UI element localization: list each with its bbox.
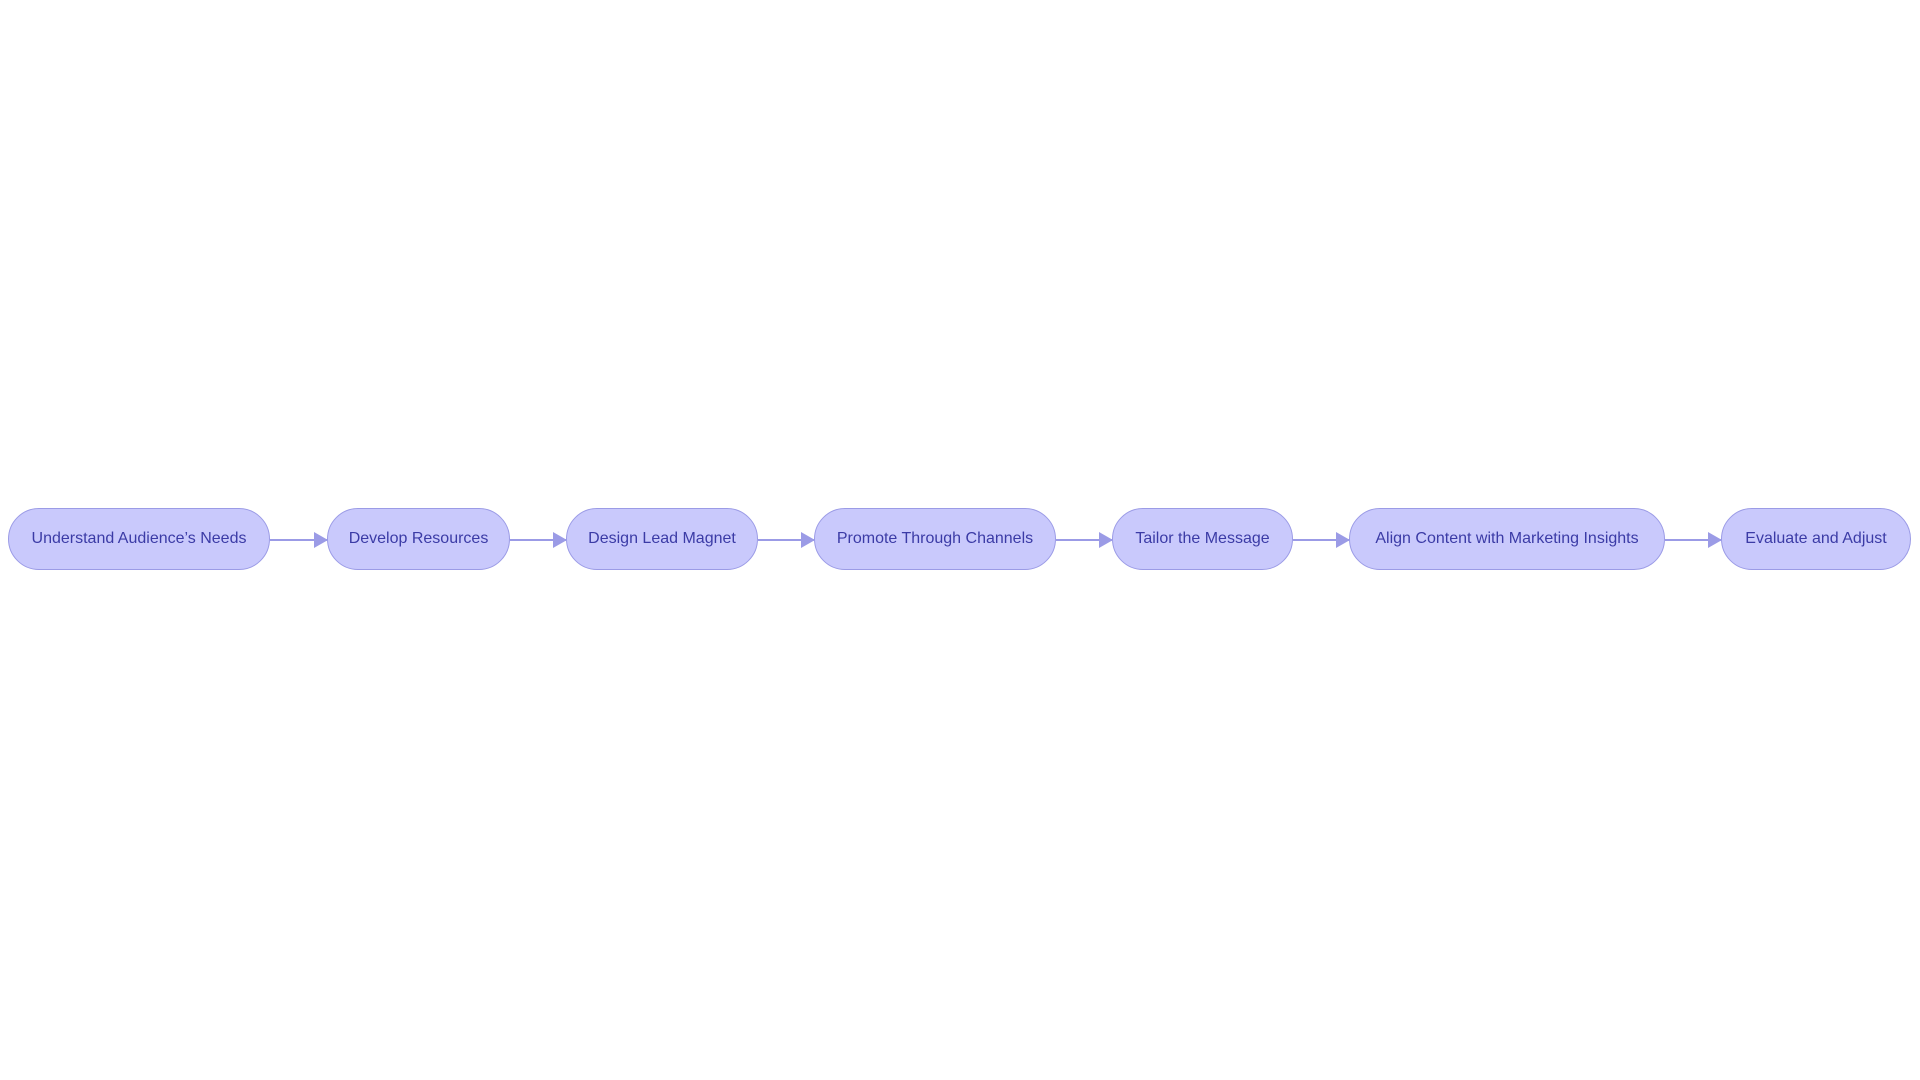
node-label: Promote Through Channels <box>836 530 1034 547</box>
node-develop-resources[interactable]: Develop Resources <box>327 508 510 570</box>
node-label: Develop Resources <box>348 530 489 547</box>
node-promote-through-channels[interactable]: Promote Through Channels <box>814 508 1056 570</box>
node-align-content-marketing-insights[interactable]: Align Content with Marketing Insights <box>1349 508 1665 570</box>
node-understand-audience-needs[interactable]: Understand Audience’s Needs <box>8 508 270 570</box>
edge-arrow <box>270 532 328 548</box>
node-label: Tailor the Message <box>1135 530 1270 547</box>
arrowhead-icon <box>1336 532 1350 548</box>
arrowhead-icon <box>1099 532 1113 548</box>
node-evaluate-and-adjust[interactable]: Evaluate and Adjust <box>1721 508 1911 570</box>
node-tailor-the-message[interactable]: Tailor the Message <box>1112 508 1293 570</box>
edge-arrow <box>1056 532 1113 548</box>
node-label: Align Content with Marketing Insights <box>1375 530 1639 547</box>
arrowhead-icon <box>801 532 815 548</box>
edge-arrow <box>758 532 815 548</box>
node-label: Understand Audience’s Needs <box>31 530 247 547</box>
arrowhead-icon <box>314 532 328 548</box>
node-design-lead-magnet[interactable]: Design Lead Magnet <box>566 508 758 570</box>
edge-arrow <box>510 532 567 548</box>
node-label: Design Lead Magnet <box>588 530 736 547</box>
arrowhead-icon <box>553 532 567 548</box>
edge-arrow <box>1293 532 1350 548</box>
node-label: Evaluate and Adjust <box>1745 530 1887 547</box>
edge-arrow <box>1665 532 1722 548</box>
arrowhead-icon <box>1708 532 1722 548</box>
